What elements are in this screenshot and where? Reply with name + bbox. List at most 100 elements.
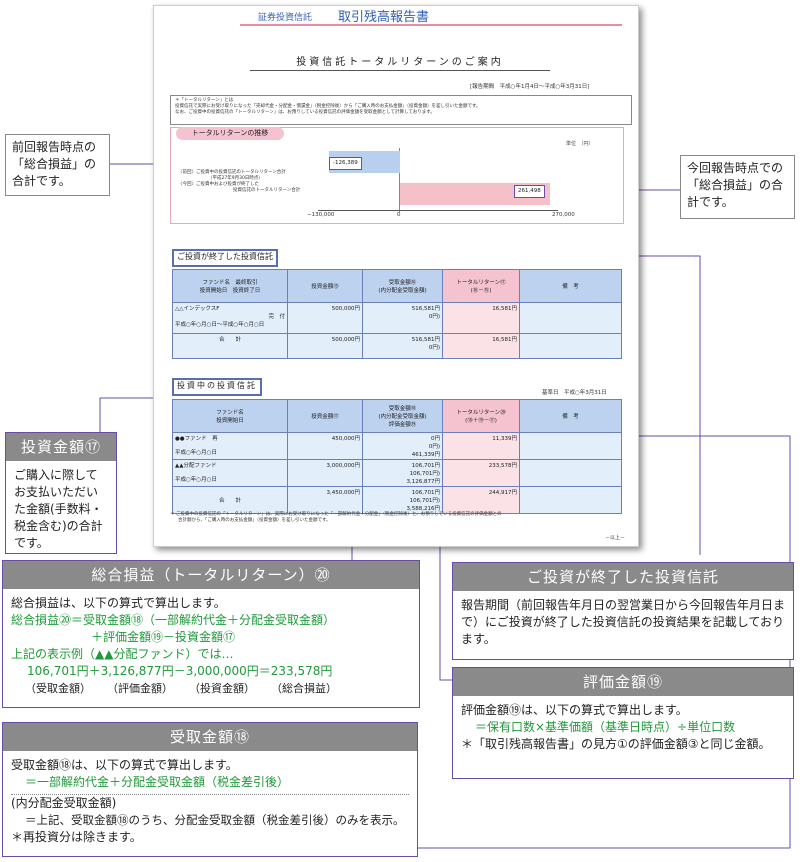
- current-header-fund: ファンド名投資開始日: [172, 399, 288, 433]
- receive-formula: ＝一部解約代金＋分配金受取金額（税金差引後）: [25, 775, 290, 789]
- bar-previous-value: -126,389: [329, 157, 362, 170]
- total-return: 244,917円: [442, 486, 520, 514]
- eval-amount: 461,339円: [411, 452, 440, 458]
- total-return: 16,581円: [442, 333, 520, 359]
- total-receive-div: 0円): [428, 345, 440, 351]
- fund-name: △△インデックスF: [175, 306, 220, 312]
- return-amount: 16,581円: [442, 302, 520, 334]
- legend-prev: 〈前回〉ご投資中の投資信託のトータルリターン合計: [178, 170, 286, 175]
- ended-header-note: 備 考: [519, 269, 622, 303]
- table-row: 合 計 3,450,000円 106,701円 106,701円) 3,588,21…: [172, 486, 622, 514]
- panel-ended-title: ご投資が終了した投資信託: [453, 563, 793, 591]
- panel-receive-amount: 受取金額⑱ 受取金額⑱は、以下の算式で算出します。 ＝一部解約代金＋分配金受取金…: [2, 722, 418, 857]
- ended-header-return: トータルリターン⑰(⑯－⑮): [442, 269, 520, 303]
- total-formula1: 総合損益⑳＝受取金額⑱（一部解約代金＋分配金受取金額）: [11, 613, 336, 627]
- ended-table: ファンド名 最終取引投資開始日 投資終了日 投資金額⑮ 受取金額⑯(内分配金受取…: [172, 269, 622, 359]
- invest-amount: 3,000,000円: [287, 459, 363, 487]
- receive-div: 0円): [428, 444, 440, 450]
- panel-eval-amount: 評価金額⑲ 評価金額⑲は、以下の算式で算出します。 ＝保有口数×基準価額（基準日…: [452, 667, 794, 779]
- unit-label: 単位 （円）: [566, 141, 594, 147]
- receive-note: ＊再投資分は除きます。: [11, 830, 142, 844]
- total-formula2: ＋評価金額⑲－投資金額⑰: [91, 630, 236, 644]
- panel-eval-title: 評価金額⑲: [453, 668, 793, 696]
- notice-line: ＊「トータルリターン」とは: [175, 98, 234, 103]
- legend-prev-date: （平成27年9月30日時点）: [208, 176, 263, 182]
- axis-max: 270,000: [552, 212, 575, 218]
- total-example: 106,701円＋3,126,877円－3,000,000円＝233,578円: [27, 664, 333, 678]
- panel-total-return: 総合損益（トータルリターン）⑳ 総合損益は、以下の算式で算出します。 総合損益⑳…: [2, 560, 420, 708]
- document-title: 投資信託トータルリターンのご案内: [250, 53, 550, 71]
- panel-invest-amount: 投資金額⑰ ご購入に際してお支払いただいた金額(手数料・税金含む)の合計です。: [5, 432, 117, 554]
- ended-header-invest: 投資金額⑮: [287, 269, 363, 303]
- current-header-note: 備 考: [519, 399, 622, 433]
- total-receive: 516,581円: [411, 337, 440, 343]
- notice-line: 投資信託で実際にお受け取りになった「売却代金・分配金・償還金」（税金控除後）から…: [175, 104, 481, 110]
- fund-date: 平成○年○月○日: [175, 477, 217, 483]
- ended-header-receive: 受取金額⑯(内分配金受取金額): [362, 269, 443, 303]
- eval-amount: 3,126,877円: [406, 479, 441, 485]
- footnote-line: ＊ ご投資中の投資信託の「トータルリターン」は、実際にお受け取りになった「一部解…: [170, 512, 502, 517]
- header-subtitle: 証券投資信託: [258, 13, 313, 23]
- total-receive: 106,701円: [411, 490, 440, 496]
- total-return-chart-box: [170, 127, 624, 224]
- base-date: 基準日 平成○年3月31日: [542, 390, 607, 396]
- total-invest: 500,000円: [287, 333, 363, 359]
- fund-dates: 平成○年○月○日～平成○年○月○日: [175, 322, 265, 328]
- axis-min: −130,000: [307, 212, 335, 218]
- return-amount: 11,339円: [442, 432, 520, 460]
- report-period: [報告期間 平成○年1月4日～平成○年3月31日]: [470, 84, 590, 90]
- note-cell: [519, 459, 622, 487]
- total-line1: 総合損益は、以下の算式で算出します。: [11, 596, 226, 610]
- total-return-section-label: トータルリターンの推移: [176, 127, 284, 140]
- current-header-invest: 投資金額⑰: [287, 399, 363, 433]
- zero-line: [399, 148, 400, 212]
- ended-section-tag: ご投資が終了した投資信託: [172, 249, 278, 267]
- ex-label-receive: （受取金額）: [25, 682, 91, 695]
- total-eval: 3,588,216円: [406, 506, 441, 512]
- receive-sub-line: ＝上記、受取金額⑱のうち、分配金受取金額（税金差引後）のみを表示。: [25, 813, 405, 827]
- panel-receive-title: 受取金額⑱: [3, 723, 417, 751]
- legend-curr: 〈今回〉ご投資中および投資が終了した: [178, 182, 259, 188]
- panel-ended-body: 報告期間（前回報告年月日の翌営業日から今回報告年月日まで）にご投資が終了した投資…: [461, 598, 786, 646]
- eval-line1: 評価金額⑲は、以下の算式で算出します。: [461, 703, 688, 717]
- ended-header-fund: ファンド名 最終取引投資開始日 投資終了日: [172, 269, 288, 303]
- callout-current-total: 今回報告時点での「総合損益」の合計です。: [680, 155, 795, 219]
- chart-legend: 〈前回〉ご投資中の投資信託のトータルリターン合計 （平成27年9月30日時点） …: [178, 170, 328, 194]
- ex-label-total: （総合損益）: [271, 682, 337, 695]
- eval-note: ＊「取引残高報告書」の見方①の評価金額③と同じ金額。: [461, 737, 771, 751]
- receive-amount: 516,581円: [411, 306, 440, 312]
- fund-name: ●●ファンド 再: [175, 436, 218, 442]
- eval-formula: ＝保有口数×基準価額（基準日時点）÷単位口数: [475, 720, 736, 734]
- footnote-line: 合計額から、「ご購入時のお支払金額」（投資金額）を差し引いた金額です。: [178, 518, 331, 524]
- legend-curr2: 投資信託のトータルリターン合計: [233, 188, 301, 194]
- bar-current-value: 261,498: [514, 185, 545, 198]
- receive-div: 0円): [428, 314, 440, 320]
- note-cell: [519, 302, 622, 334]
- current-table: ファンド名投資開始日 投資金額⑰ 受取金額⑱(内分配金受取金額)評価金額⑲ トー…: [172, 399, 622, 514]
- footnote: ＊ ご投資中の投資信託の「トータルリターン」は、実際にお受け取りになった「一部解…: [170, 512, 610, 525]
- current-section-tag: 投資中の投資信託: [172, 378, 262, 396]
- current-header-receive: 受取金額⑱(内分配金受取金額)評価金額⑲: [362, 399, 443, 433]
- ex-label-eval: （評価金額）: [107, 682, 173, 695]
- callout-previous-total: 前回報告時点の「総合損益」の合計です。: [5, 134, 110, 196]
- bar-current: [400, 183, 550, 205]
- notice-line: なお、ご投資中の投資信託の「トータルリターン」は、お預りしている投資信託の評価金…: [175, 110, 435, 116]
- note-cell: [519, 333, 622, 359]
- receive-sub-head: (内分配金受取金額): [11, 794, 409, 812]
- total-label: 合 計: [172, 486, 288, 514]
- panel-invest-title: 投資金額⑰: [6, 433, 116, 461]
- total-invest: 3,450,000円: [287, 486, 363, 514]
- panel-ended-funds: ご投資が終了した投資信託 報告期間（前回報告年月日の翌営業日から今回報告年月日ま…: [452, 562, 794, 660]
- receive-amount: 106,701円: [411, 463, 440, 469]
- axis-zero: 0: [397, 212, 401, 218]
- total-return-notice: ＊「トータルリターン」とは 投資信託で実際にお受け取りになった「売却代金・分配金…: [170, 95, 632, 125]
- receive-div: 106,701円): [409, 471, 440, 477]
- note-cell: [519, 432, 622, 460]
- header-title: 取引残高報告書: [338, 10, 430, 25]
- total-example-head: 上記の表示例（▲▲分配ファンド）では…: [11, 647, 234, 661]
- invest-amount: 450,000円: [287, 432, 363, 460]
- note-cell: [519, 486, 622, 514]
- total-receive-div: 106,701円): [409, 498, 440, 504]
